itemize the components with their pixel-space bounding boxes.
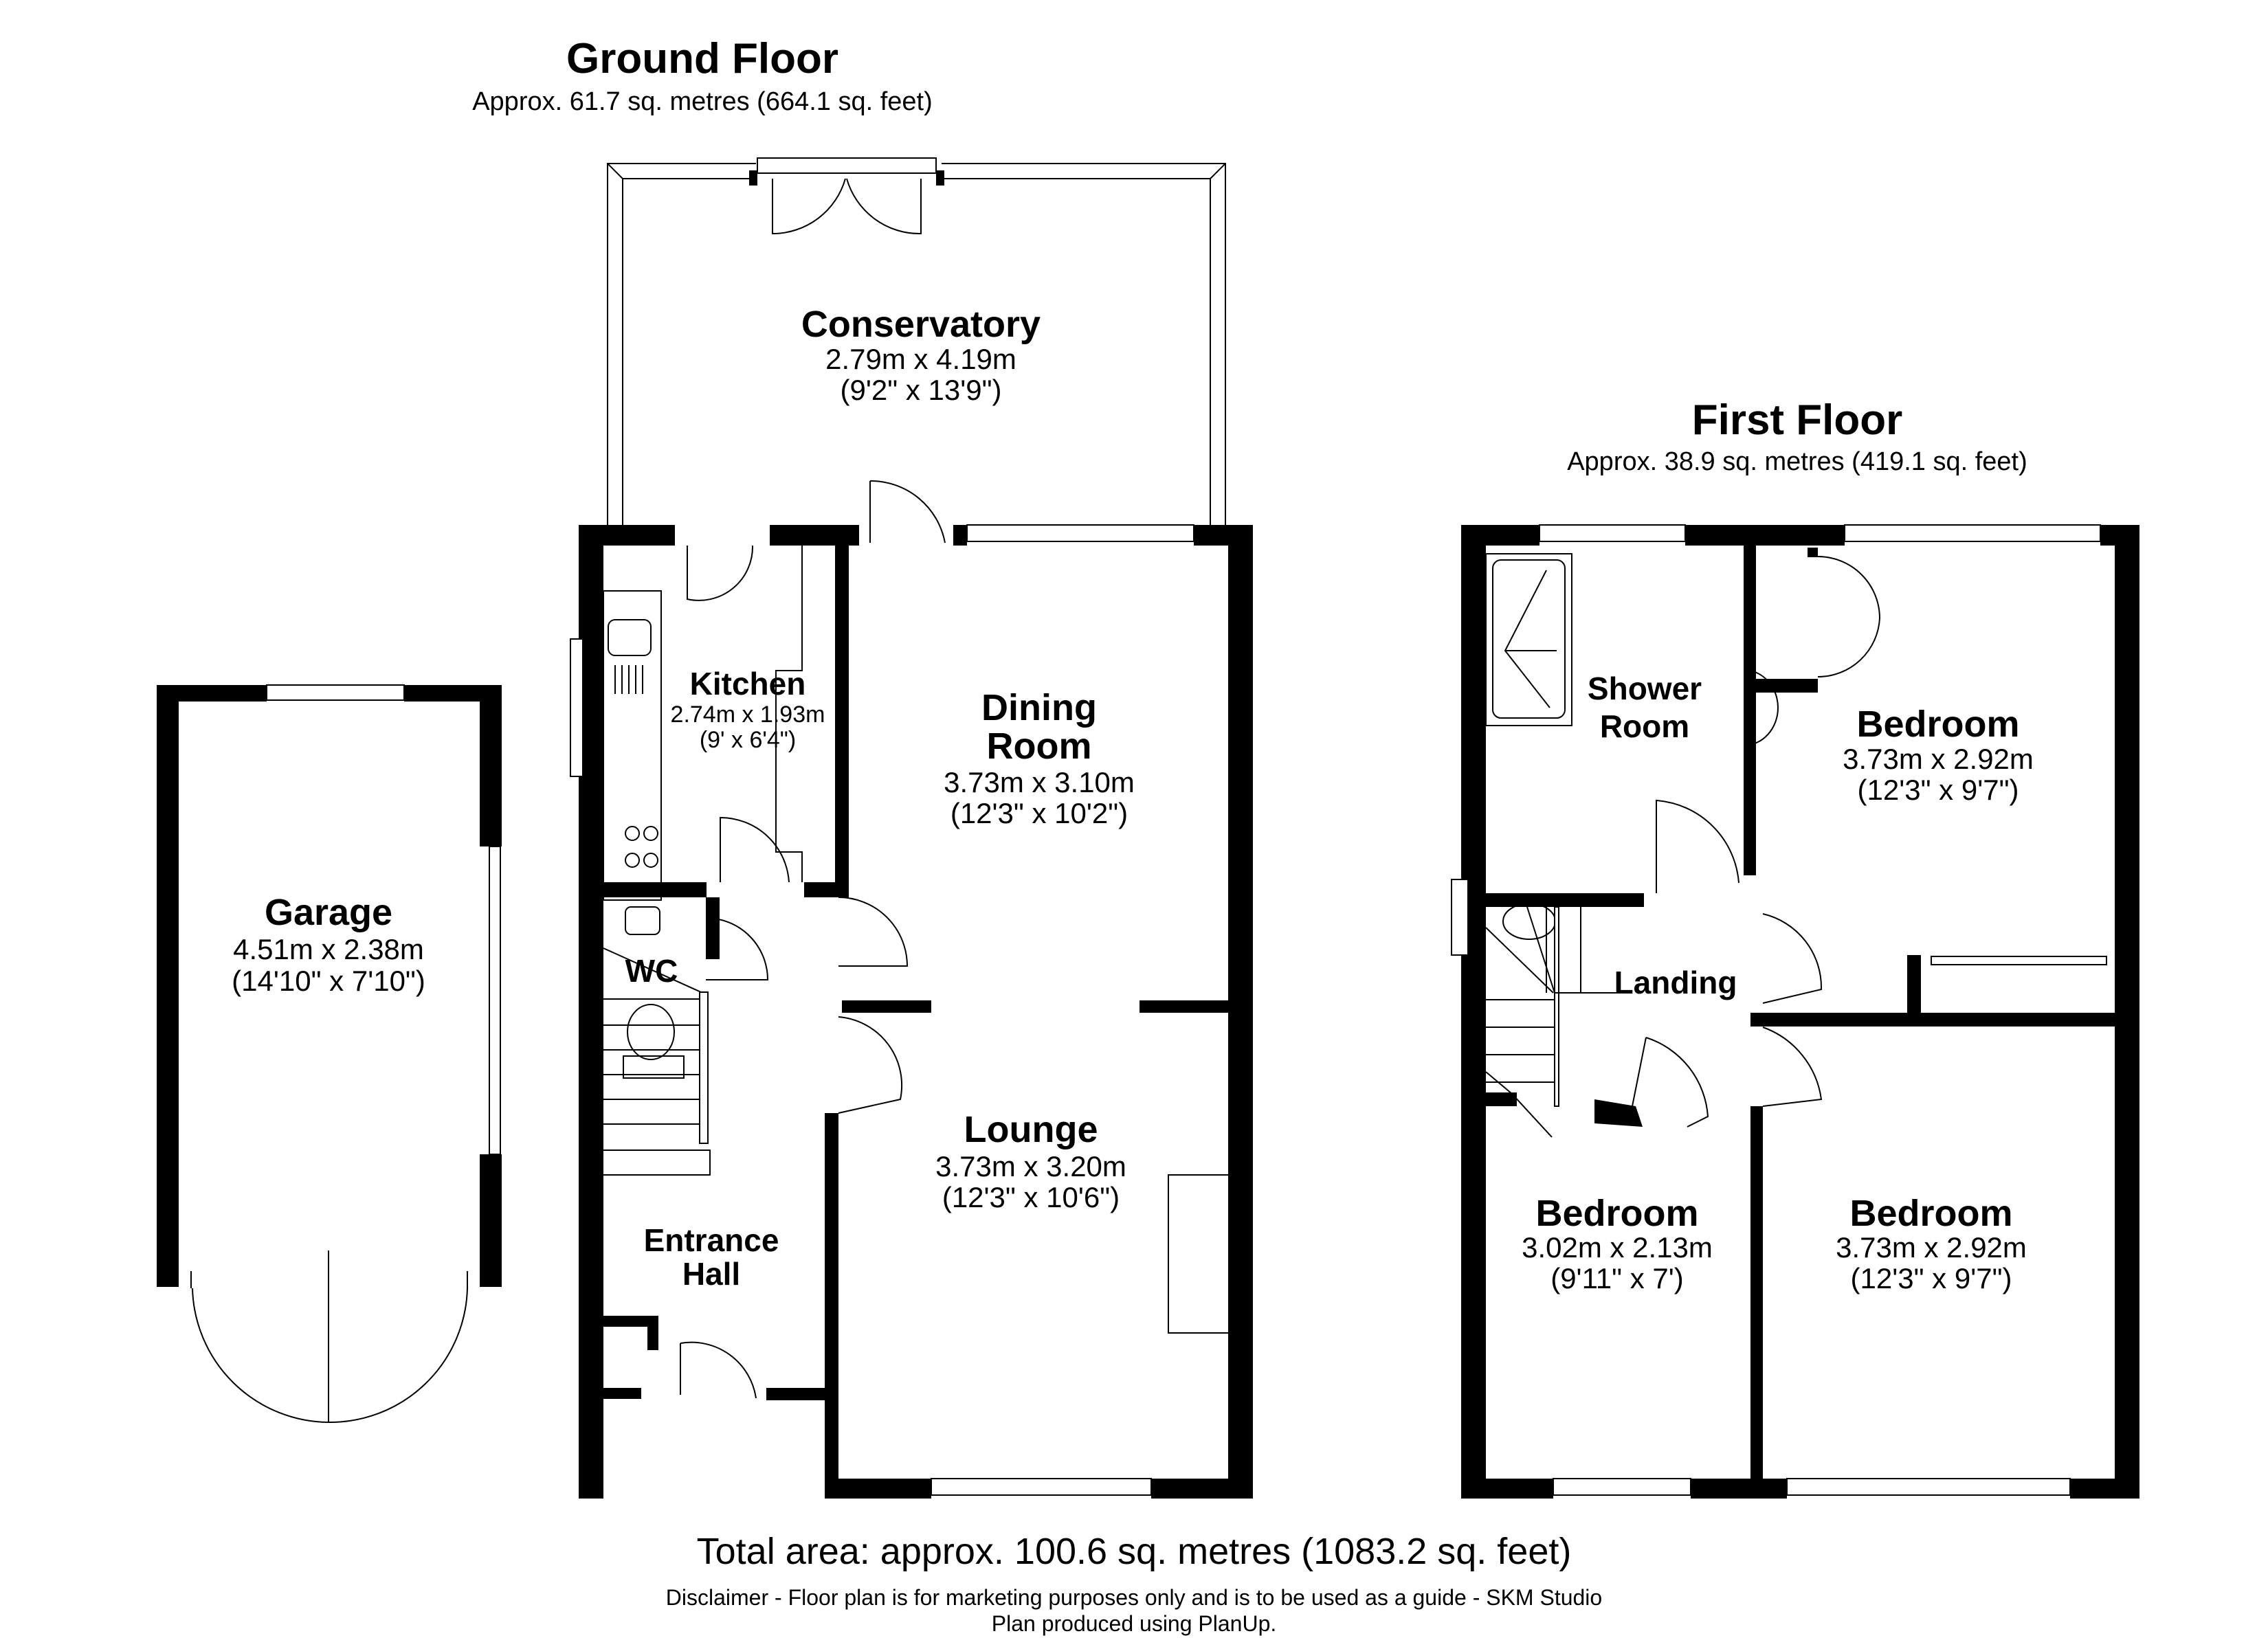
first-floor-title: First Floor [1692,396,1903,444]
bedroom-2-imperial: (9'11" x 7') [1550,1262,1684,1294]
conservatory-structure [607,157,1226,534]
shower-room-label-1: Shower [1588,671,1702,706]
kitchen-label: Kitchen [690,666,806,702]
first-floor-area: Approx. 38.9 sq. metres (419.1 sq. feet) [1567,447,2027,476]
garage-metric: 4.51m x 2.38m [233,933,424,965]
conservatory-imperial: (9'2" x 13'9") [841,374,1002,406]
dining-room-label-2: Room [987,726,1092,767]
conservatory-label: Conservatory [801,304,1041,345]
kitchen-imperial: (9' x 6'4") [700,727,796,753]
conservatory-metric: 2.79m x 4.19m [825,343,1016,375]
bedroom-1-label: Bedroom [1856,704,2019,745]
ground-floor-structure [570,480,1253,1499]
first-floor-structure [1451,524,2139,1499]
landing-label: Landing [1614,965,1737,1000]
garage-structure [157,684,502,1424]
dining-room-metric: 3.73m x 3.10m [944,766,1135,798]
bedroom-1-metric: 3.73m x 2.92m [1843,743,2034,775]
total-area: Total area: approx. 100.6 sq. metres (10… [697,1531,1572,1572]
entrance-hall-label-2: Hall [682,1256,740,1292]
wc-label: WC [625,953,678,989]
bedroom-2-metric: 3.02m x 2.13m [1522,1231,1713,1264]
bedroom-2-label: Bedroom [1535,1193,1698,1234]
disclaimer: Disclaimer - Floor plan is for marketing… [666,1585,1602,1610]
produced-by: Plan produced using PlanUp. [992,1611,1277,1636]
bedroom-3-imperial: (12'3" x 9'7") [1851,1262,2012,1294]
dining-room-imperial: (12'3" x 10'2") [950,797,1128,829]
lounge-metric: 3.73m x 3.20m [935,1150,1126,1182]
ground-floor-title: Ground Floor [566,35,838,82]
lounge-imperial: (12'3" x 10'6") [942,1181,1120,1213]
garage-imperial: (14'10" x 7'10") [232,965,425,997]
ground-floor-area: Approx. 61.7 sq. metres (664.1 sq. feet) [472,87,933,116]
lounge-label: Lounge [964,1109,1098,1150]
shower-room-label-2: Room [1600,708,1689,744]
bedroom-1-imperial: (12'3" x 9'7") [1858,774,2019,806]
entrance-hall-label-1: Entrance [644,1222,779,1258]
bedroom-3-label: Bedroom [1849,1193,2012,1234]
dining-room-label-1: Dining [981,687,1097,728]
bedroom-3-metric: 3.73m x 2.92m [1836,1231,2027,1264]
kitchen-metric: 2.74m x 1.93m [671,702,825,728]
garage-label: Garage [265,892,392,933]
